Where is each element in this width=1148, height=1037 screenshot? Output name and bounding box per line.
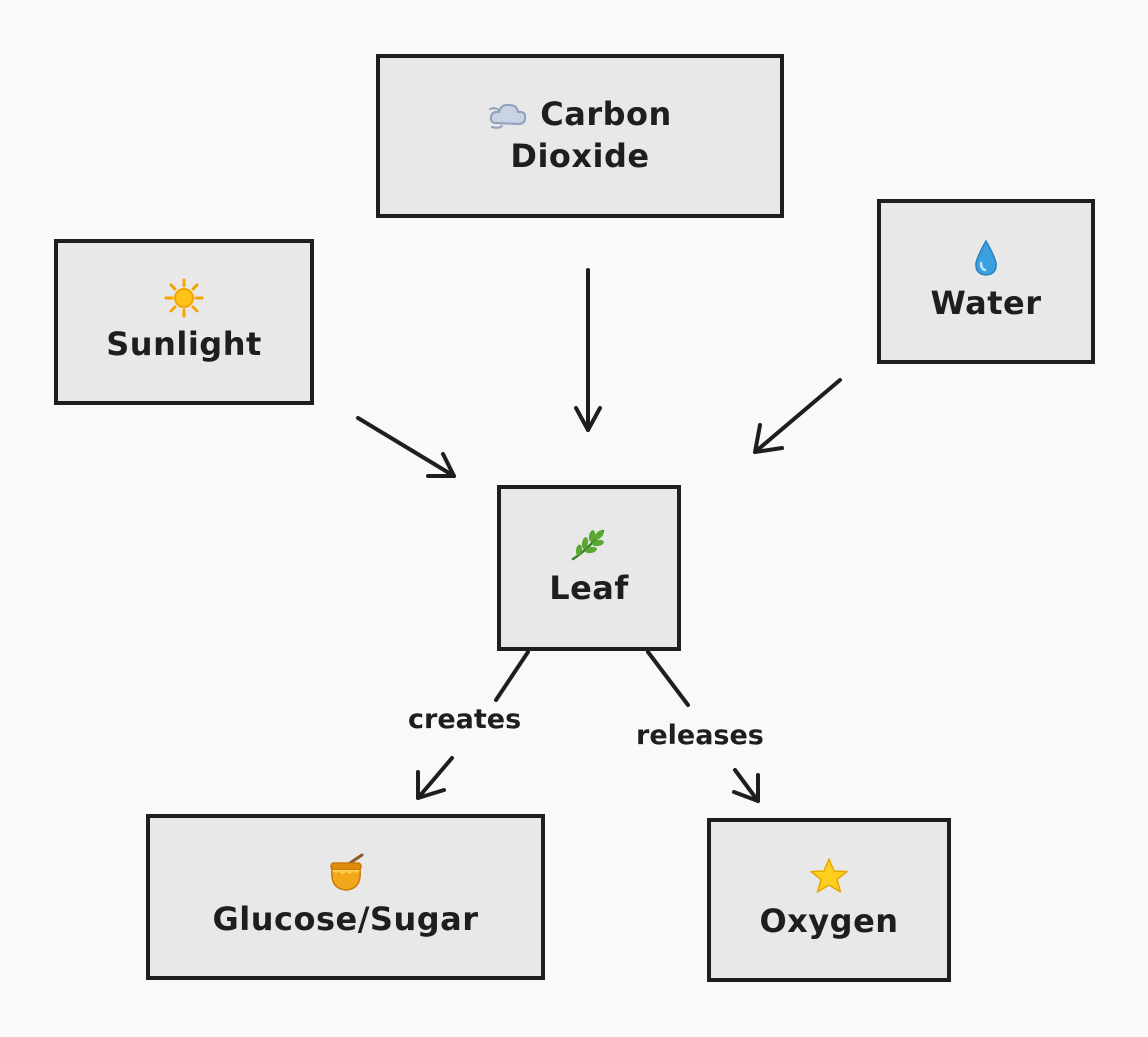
star-icon: [810, 858, 848, 893]
node-sunlight[interactable]: Sunlight: [54, 239, 314, 405]
node-label-carbon: Carbon: [540, 95, 672, 134]
node-water[interactable]: Water: [877, 199, 1095, 364]
node-label-leaf: Leaf: [549, 569, 629, 608]
edge-leaf-to-glucose: [416, 650, 530, 800]
honey-pot-icon: [329, 853, 363, 891]
node-carbon-dioxide[interactable]: Carbon Dioxide: [376, 54, 784, 218]
edge-water-to-leaf: [753, 378, 842, 454]
sun-icon: [164, 278, 204, 318]
node-oxygen[interactable]: Oxygen: [707, 818, 951, 982]
node-leaf[interactable]: Leaf: [497, 485, 681, 651]
node-label-oxygen: Oxygen: [759, 902, 899, 941]
node-label-water: Water: [930, 283, 1042, 322]
node-label-sunlight: Sunlight: [106, 325, 262, 364]
edge-carbon-dioxide-to-leaf: [574, 268, 602, 432]
edge-label-creates: creates: [404, 704, 526, 737]
edge-sunlight-to-leaf: [356, 416, 456, 478]
edge-leaf-to-oxygen: [646, 650, 760, 803]
leaf-icon: [571, 529, 605, 561]
node-label-glucose: Glucose/Sugar: [212, 900, 479, 939]
cloud-icon: [489, 104, 527, 129]
node-glucose[interactable]: Glucose/Sugar: [146, 814, 545, 980]
node-label-dioxide: Dioxide: [510, 137, 650, 175]
edge-label-releases: releases: [632, 720, 768, 753]
water-drop-icon: [975, 239, 997, 276]
